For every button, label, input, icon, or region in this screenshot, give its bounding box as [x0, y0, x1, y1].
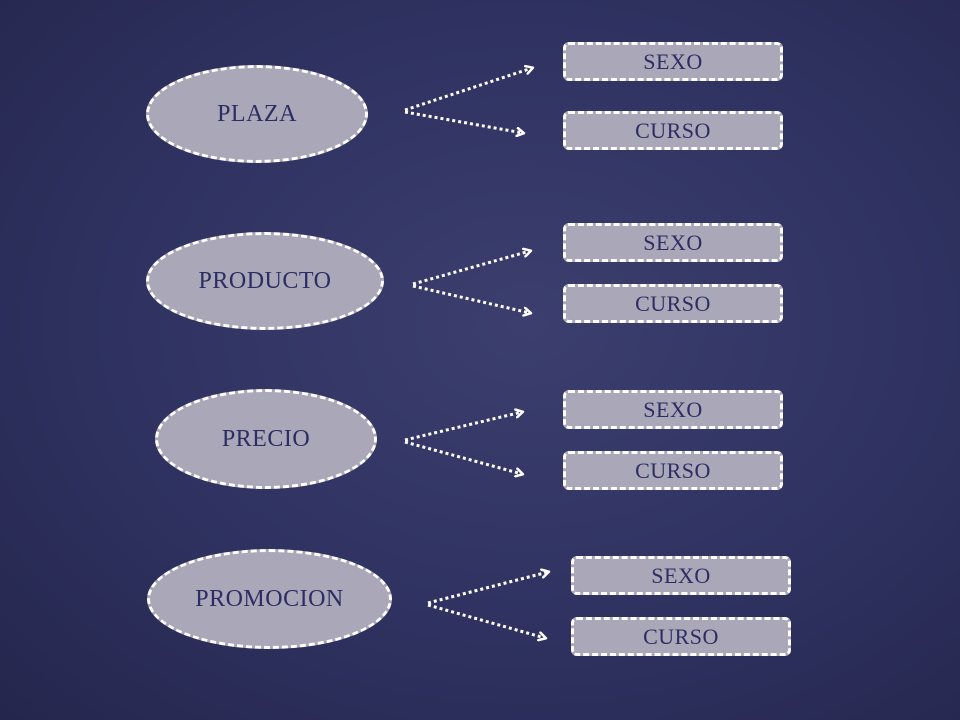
concept-ellipse-promocion: PROMOCION: [147, 549, 392, 649]
target-box-curso: CURSO: [571, 617, 791, 656]
target-box-curso: CURSO: [563, 111, 783, 150]
target-box-sexo: SEXO: [571, 556, 791, 595]
target-box-sexo: SEXO: [563, 42, 783, 81]
target-label: SEXO: [643, 396, 703, 422]
arrow-precio-curso: [404, 440, 522, 474]
arrow-promocion-sexo: [427, 572, 548, 605]
target-box-sexo: SEXO: [563, 390, 783, 429]
target-label: SEXO: [643, 229, 703, 255]
target-box-curso: CURSO: [563, 451, 783, 490]
arrow-producto-curso: [412, 284, 530, 313]
concept-ellipse-plaza: PLAZA: [146, 65, 368, 163]
target-label: SEXO: [651, 562, 711, 588]
arrow-plaza-curso: [404, 110, 523, 133]
arrow-promocion-curso: [427, 603, 545, 638]
concept-label: PRECIO: [221, 425, 311, 452]
arrow-precio-sexo: [404, 412, 522, 442]
target-box-curso: CURSO: [563, 284, 783, 323]
concept-label: PLAZA: [217, 100, 297, 127]
target-label: CURSO: [635, 457, 711, 483]
arrow-producto-sexo: [412, 251, 530, 286]
target-box-sexo: SEXO: [563, 223, 783, 262]
concept-label: PROMOCION: [195, 585, 344, 612]
arrow-plaza-sexo: [404, 68, 532, 112]
concept-ellipse-producto: PRODUCTO: [146, 232, 384, 330]
target-label: SEXO: [643, 48, 703, 74]
target-label: CURSO: [635, 290, 711, 316]
concept-label: PRODUCTO: [198, 267, 332, 294]
concept-ellipse-precio: PRECIO: [155, 389, 377, 489]
target-label: CURSO: [635, 117, 711, 143]
target-label: CURSO: [643, 623, 719, 649]
